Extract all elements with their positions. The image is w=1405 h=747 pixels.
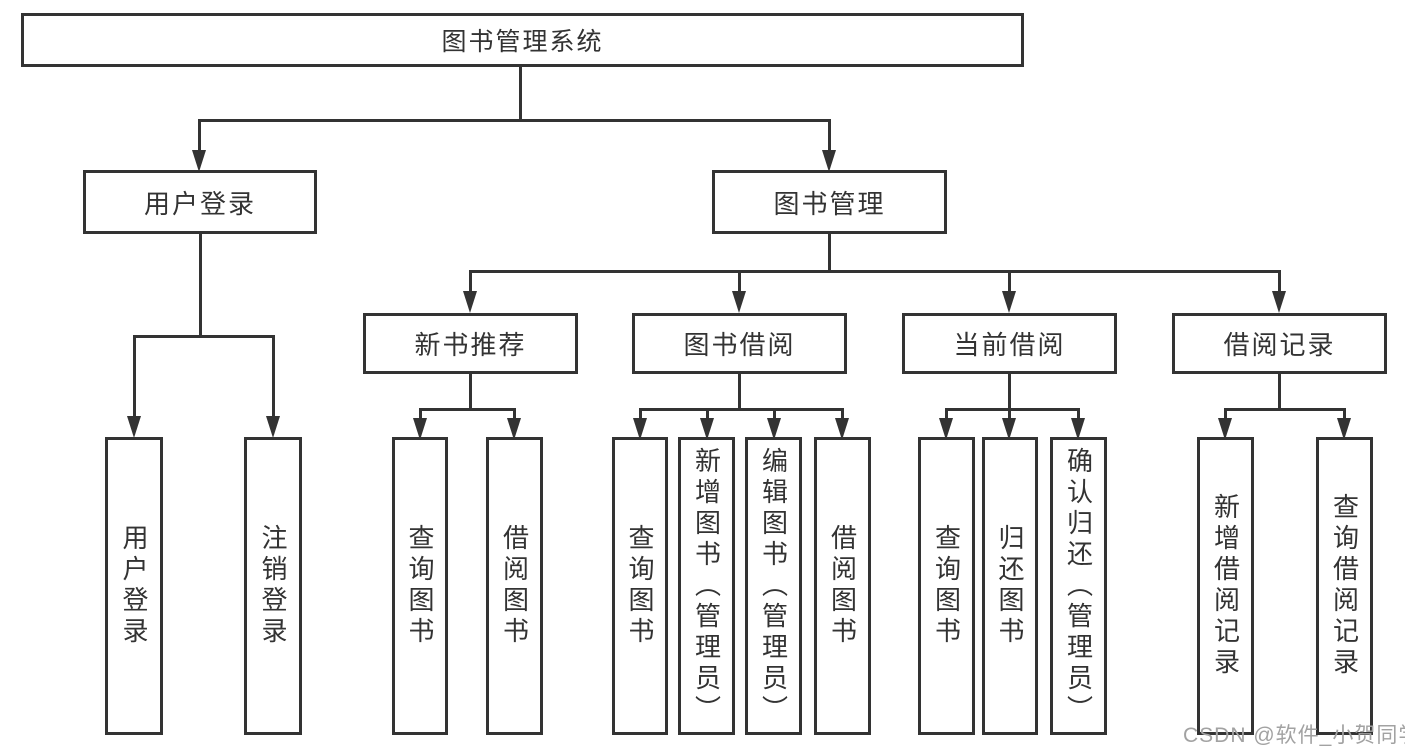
connector-vline <box>1278 270 1281 293</box>
connector-vline <box>1008 408 1011 420</box>
arrow-down-icon <box>1002 418 1016 440</box>
connector-vline <box>272 335 275 417</box>
arrow-down-icon <box>1002 291 1016 313</box>
arrow-down-icon <box>767 418 781 440</box>
connector-vline <box>133 335 136 417</box>
leaf-borrow-book-1: 借阅图书 <box>486 437 543 735</box>
connector-vline <box>945 408 948 420</box>
connector-vline <box>706 408 709 420</box>
connector-vline <box>828 119 831 152</box>
node-current-borrow: 当前借阅 <box>902 313 1117 374</box>
arrow-down-icon <box>507 418 521 440</box>
connector-hline <box>1224 408 1345 411</box>
arrow-down-icon <box>192 150 206 172</box>
connector-hline <box>945 408 1079 411</box>
connector-hline <box>198 119 831 122</box>
connector-hline <box>639 408 844 411</box>
leaf-add-book-admin: 新增图书（管理员） <box>678 437 735 735</box>
connector-vline <box>469 270 472 293</box>
arrow-down-icon <box>127 416 141 438</box>
leaf-confirm-return-admin: 确认归还（管理员） <box>1050 437 1107 735</box>
arrow-down-icon <box>413 418 427 440</box>
arrow-down-icon <box>1071 418 1085 440</box>
leaf-query-book-1: 查询图书 <box>392 437 448 735</box>
arrow-down-icon <box>633 418 647 440</box>
connector-vline <box>519 67 522 119</box>
arrow-down-icon <box>835 418 849 440</box>
connector-vline <box>738 374 741 411</box>
leaf-return-book: 归还图书 <box>982 437 1038 735</box>
arrow-down-icon <box>939 418 953 440</box>
connector-vline <box>841 408 844 420</box>
leaf-query-book-2: 查询图书 <box>612 437 668 735</box>
arrow-down-icon <box>700 418 714 440</box>
arrow-down-icon <box>463 291 477 313</box>
connector-vline <box>1278 374 1281 411</box>
connector-vline <box>198 119 201 152</box>
node-book-management: 图书管理 <box>712 170 947 234</box>
connector-vline <box>1343 408 1346 420</box>
connector-hline <box>469 270 1281 273</box>
leaf-logout: 注销登录 <box>244 437 302 735</box>
arrow-down-icon <box>1218 418 1232 440</box>
leaf-query-borrow-record: 查询借阅记录 <box>1316 437 1373 735</box>
connector-vline <box>513 408 516 420</box>
connector-hline <box>133 335 275 338</box>
connector-vline <box>199 233 202 335</box>
connector-vline <box>1224 408 1227 420</box>
node-library-management-system: 图书管理系统 <box>21 13 1024 67</box>
connector-vline <box>1008 374 1011 411</box>
node-borrow-record: 借阅记录 <box>1172 313 1387 374</box>
leaf-add-borrow-record: 新增借阅记录 <box>1197 437 1254 735</box>
csdn-watermark: CSDN @软件_小贺同学 <box>1183 724 1405 747</box>
connector-vline <box>828 233 831 270</box>
connector-hline <box>419 408 516 411</box>
connector-vline <box>419 408 422 420</box>
arrow-down-icon <box>732 291 746 313</box>
leaf-query-book-3: 查询图书 <box>918 437 975 735</box>
node-user-login: 用户登录 <box>83 170 317 234</box>
connector-vline <box>1008 270 1011 293</box>
arrow-down-icon <box>822 150 836 172</box>
arrow-down-icon <box>1337 418 1351 440</box>
node-new-book-recommend: 新书推荐 <box>363 313 578 374</box>
leaf-edit-book-admin: 编辑图书（管理员） <box>745 437 802 735</box>
connector-vline <box>469 374 472 411</box>
connector-vline <box>738 270 741 293</box>
arrow-down-icon <box>266 416 280 438</box>
leaf-user-login: 用户登录 <box>105 437 163 735</box>
connector-vline <box>1077 408 1080 420</box>
connector-vline <box>639 408 642 420</box>
leaf-borrow-book-2: 借阅图书 <box>814 437 871 735</box>
arrow-down-icon <box>1272 291 1286 313</box>
connector-vline <box>773 408 776 420</box>
node-book-borrow: 图书借阅 <box>632 313 847 374</box>
